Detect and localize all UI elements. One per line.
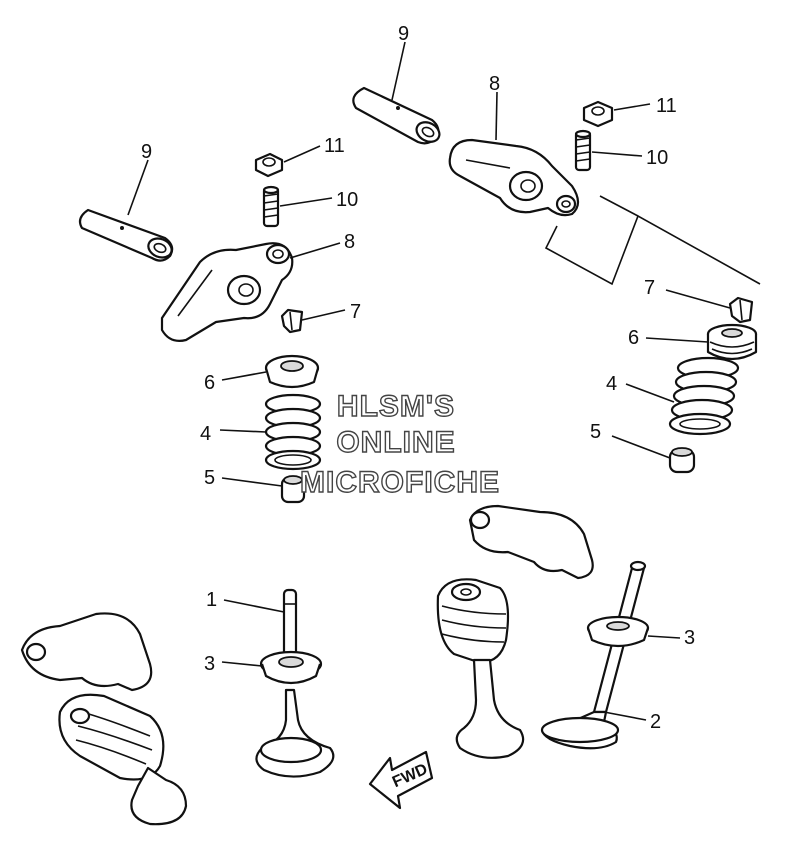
leader-11-left	[283, 145, 321, 163]
leader-7-left	[301, 309, 346, 321]
callout-7-left: 7	[350, 301, 361, 323]
callout-5-right: 5	[590, 421, 601, 443]
adjusting-screw-right	[574, 129, 592, 172]
callout-11-left: 11	[324, 135, 345, 157]
watermark: HLSM'S ONLINE MICROFICHE	[299, 389, 500, 499]
valve-spring-right	[668, 356, 740, 436]
callout-11-right: 11	[656, 95, 677, 117]
spring-retainer-right	[706, 323, 758, 361]
rocker-arm-top	[448, 138, 580, 217]
callout-8-left: 8	[344, 231, 355, 253]
valve-right	[540, 560, 650, 750]
watermark-line-3: MICROFICHE	[300, 466, 500, 499]
callout-8-top: 8	[489, 73, 500, 95]
leader-7-right	[665, 289, 731, 309]
installed-assembly-left	[20, 612, 188, 826]
valve-left	[255, 588, 335, 778]
assembly-bracket-line	[544, 214, 761, 286]
installed-assembly-right	[436, 504, 594, 759]
leader-9-left	[127, 159, 149, 216]
leader-4-left	[219, 429, 267, 433]
rocker-shaft-top	[352, 86, 441, 145]
rocker-arm-left	[160, 242, 294, 342]
spring-retainer-left	[264, 354, 320, 389]
leader-3-left	[221, 661, 263, 667]
fwd-arrow-icon: FWD	[368, 750, 434, 810]
callout-9-left: 9	[141, 141, 152, 163]
callout-10-left: 10	[336, 189, 358, 211]
callout-5-left: 5	[204, 467, 215, 489]
leader-5-right	[611, 435, 671, 459]
callout-4-right: 4	[606, 373, 617, 395]
leader-3-right	[647, 635, 681, 639]
callout-3-right: 3	[684, 627, 695, 649]
watermark-line-2: ONLINE	[336, 426, 455, 459]
valve-cotter-right	[728, 296, 754, 324]
adjusting-screw-left	[262, 185, 280, 228]
leader-4-right	[625, 383, 675, 403]
leader-5-left	[221, 477, 283, 487]
callout-6-left: 6	[204, 372, 215, 394]
valve-stem-seal-right	[668, 447, 696, 474]
callout-2: 2	[650, 711, 661, 733]
locknut-right	[582, 100, 614, 128]
locknut-left	[254, 152, 284, 178]
leader-8-left	[289, 242, 341, 259]
leader-6-right	[645, 337, 709, 343]
leader-11-right	[613, 103, 651, 111]
callout-1: 1	[206, 589, 217, 611]
callout-9-top: 9	[398, 23, 409, 45]
assembly-bracket-tick	[599, 195, 639, 217]
callout-7-right: 7	[644, 277, 655, 299]
callout-4-left: 4	[200, 423, 211, 445]
valve-spring-left	[264, 393, 322, 471]
rocker-shaft-left	[78, 208, 174, 262]
leader-8-top	[495, 91, 498, 141]
leader-1	[223, 599, 285, 613]
leader-2	[603, 711, 647, 721]
watermark-line-1: HLSM'S	[337, 390, 455, 423]
valve-stem-seal-left	[280, 475, 306, 504]
leader-9-top	[391, 41, 406, 101]
callout-6-right: 6	[628, 327, 639, 349]
leader-10-right	[591, 151, 643, 157]
leader-6-left	[221, 371, 267, 381]
callout-10-right: 10	[646, 147, 668, 169]
leader-10-left	[279, 197, 333, 207]
valve-cotter-left	[280, 308, 304, 334]
callout-3-left: 3	[204, 653, 215, 675]
